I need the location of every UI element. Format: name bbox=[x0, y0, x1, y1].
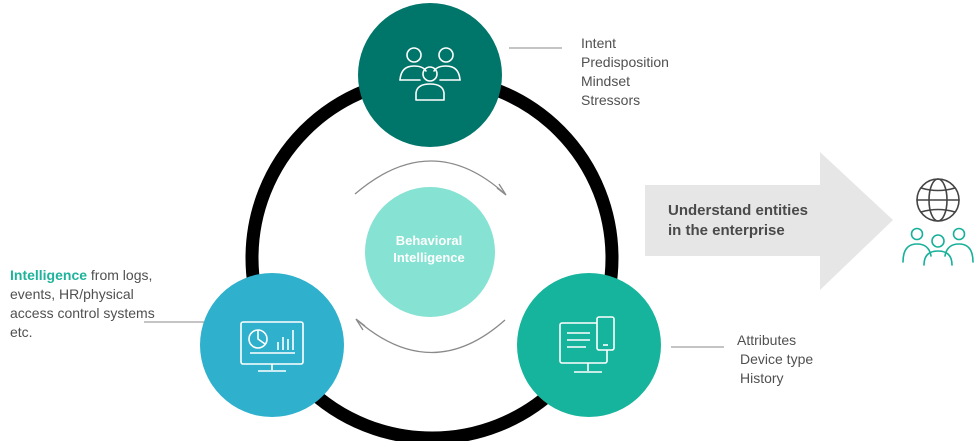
top-item-mindset: Mindset bbox=[581, 73, 631, 89]
users-icon bbox=[902, 227, 974, 266]
outcome-label: Understand entities in the enterprise bbox=[668, 201, 808, 241]
top-node-description: Intent Predisposition Mindset Stressors bbox=[581, 34, 669, 110]
center-label: Behavioral Intelligence bbox=[365, 232, 493, 266]
left-text-line3: access control systems bbox=[10, 305, 155, 321]
right-node-description: Attributes Device type History bbox=[737, 331, 813, 388]
outcome-label-line2: in the enterprise bbox=[668, 222, 785, 239]
left-node-description: Intelligence from logs, events, HR/physi… bbox=[10, 266, 155, 342]
top-node-circle bbox=[358, 3, 502, 147]
left-text-line2: events, HR/physical bbox=[10, 286, 134, 302]
cycle-arrow-top bbox=[354, 160, 506, 195]
center-label-line2: Intelligence bbox=[393, 250, 465, 265]
cycle-arrow-bottom-head bbox=[355, 318, 366, 331]
cycle-arrow-top-head bbox=[496, 183, 507, 196]
globe-users-icon bbox=[902, 178, 974, 266]
cycle-arrow-bottom bbox=[356, 319, 506, 354]
top-item-stressors: Stressors bbox=[581, 92, 641, 108]
center-circle bbox=[365, 187, 495, 317]
people-group-icon bbox=[399, 47, 461, 101]
right-item-attributes: Attributes bbox=[737, 332, 797, 348]
dashboard-monitor-icon bbox=[240, 321, 304, 372]
outcome-arrow bbox=[645, 152, 893, 290]
left-text-line1: Intelligence from logs, bbox=[10, 266, 155, 285]
top-item-intent: Intent bbox=[581, 35, 617, 51]
left-node-circle bbox=[200, 273, 344, 417]
intelligence-highlight: Intelligence bbox=[10, 267, 88, 283]
center-label-line1: Behavioral bbox=[395, 233, 463, 248]
globe-icon bbox=[916, 178, 960, 222]
right-item-device-type: Device type bbox=[740, 351, 814, 367]
left-text-line4: etc. bbox=[10, 324, 33, 340]
outcome-label-line1: Understand entities bbox=[668, 202, 809, 219]
right-node-circle bbox=[517, 273, 661, 417]
left-text-line1-rest: from logs, bbox=[87, 267, 153, 283]
right-item-history: History bbox=[740, 370, 784, 386]
top-item-predisposition: Predisposition bbox=[581, 54, 669, 70]
devices-icon bbox=[559, 316, 615, 373]
